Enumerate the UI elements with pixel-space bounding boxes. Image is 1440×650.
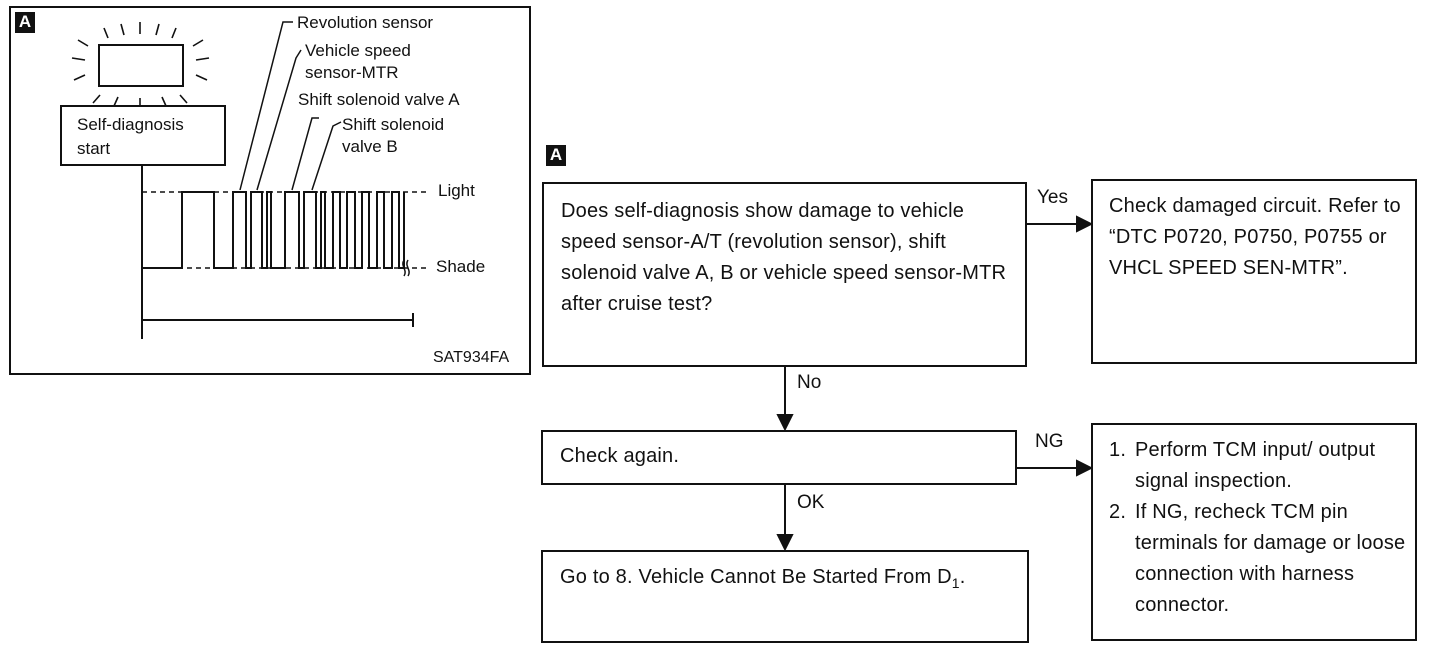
figure-code: SAT934FA bbox=[433, 349, 510, 366]
ng-label: NG bbox=[1035, 431, 1064, 452]
check-again-box: Check again. bbox=[541, 430, 1017, 485]
start-box-label: Self-diagnosis start bbox=[77, 115, 184, 158]
no-label: No bbox=[797, 372, 822, 393]
yes-arrowhead bbox=[1076, 215, 1094, 233]
flowchart-badge: A bbox=[546, 145, 566, 166]
question-box: Does self-diagnosis show damage to vehic… bbox=[542, 182, 1027, 367]
vehicle-speed-sensor-label: Vehicle speed sensor-MTR bbox=[305, 41, 411, 82]
leader-lines bbox=[239, 21, 342, 191]
shade-label: Shade bbox=[436, 257, 486, 276]
question-text: Does self-diagnosis show damage to vehic… bbox=[561, 200, 1007, 315]
check-damaged-circuit-box: Check damaged circuit. Refer to “DTC P07… bbox=[1091, 179, 1417, 364]
check-again-text: Check again. bbox=[560, 445, 680, 467]
tcm-inspection-box: 1. Perform TCM input/ output signal insp… bbox=[1091, 423, 1417, 641]
tcm-step-1: 1. Perform TCM input/ output signal insp… bbox=[1109, 439, 1376, 492]
light-rays bbox=[71, 22, 210, 108]
start-box bbox=[60, 105, 226, 166]
no-arrowhead bbox=[776, 414, 794, 432]
ok-label: OK bbox=[797, 492, 825, 513]
diagnosis-figure-panel bbox=[9, 6, 531, 375]
tcm-step-2: 2. If NG, recheck TCM pin terminals for … bbox=[1109, 501, 1406, 616]
goto-step-text: Go to 8. Vehicle Cannot Be Started From … bbox=[560, 566, 966, 591]
tcm-inspection-list: 1. Perform TCM input/ output signal insp… bbox=[1109, 435, 1413, 621]
figure-badge: A bbox=[15, 12, 35, 33]
ok-arrowhead bbox=[776, 534, 794, 552]
lamp-icon bbox=[98, 44, 184, 87]
revolution-sensor-label: Revolution sensor bbox=[297, 13, 434, 32]
pulse-waveform bbox=[142, 191, 405, 269]
shift-solenoid-b-label: Shift solenoid valve B bbox=[342, 115, 445, 156]
yes-label: Yes bbox=[1037, 187, 1068, 208]
shift-solenoid-a-label: Shift solenoid valve A bbox=[298, 90, 460, 109]
light-label: Light bbox=[438, 181, 475, 200]
ng-arrowhead bbox=[1076, 459, 1094, 477]
goto-step-box: Go to 8. Vehicle Cannot Be Started From … bbox=[541, 550, 1029, 643]
check-damaged-circuit-text: Check damaged circuit. Refer to “DTC P07… bbox=[1109, 195, 1401, 279]
